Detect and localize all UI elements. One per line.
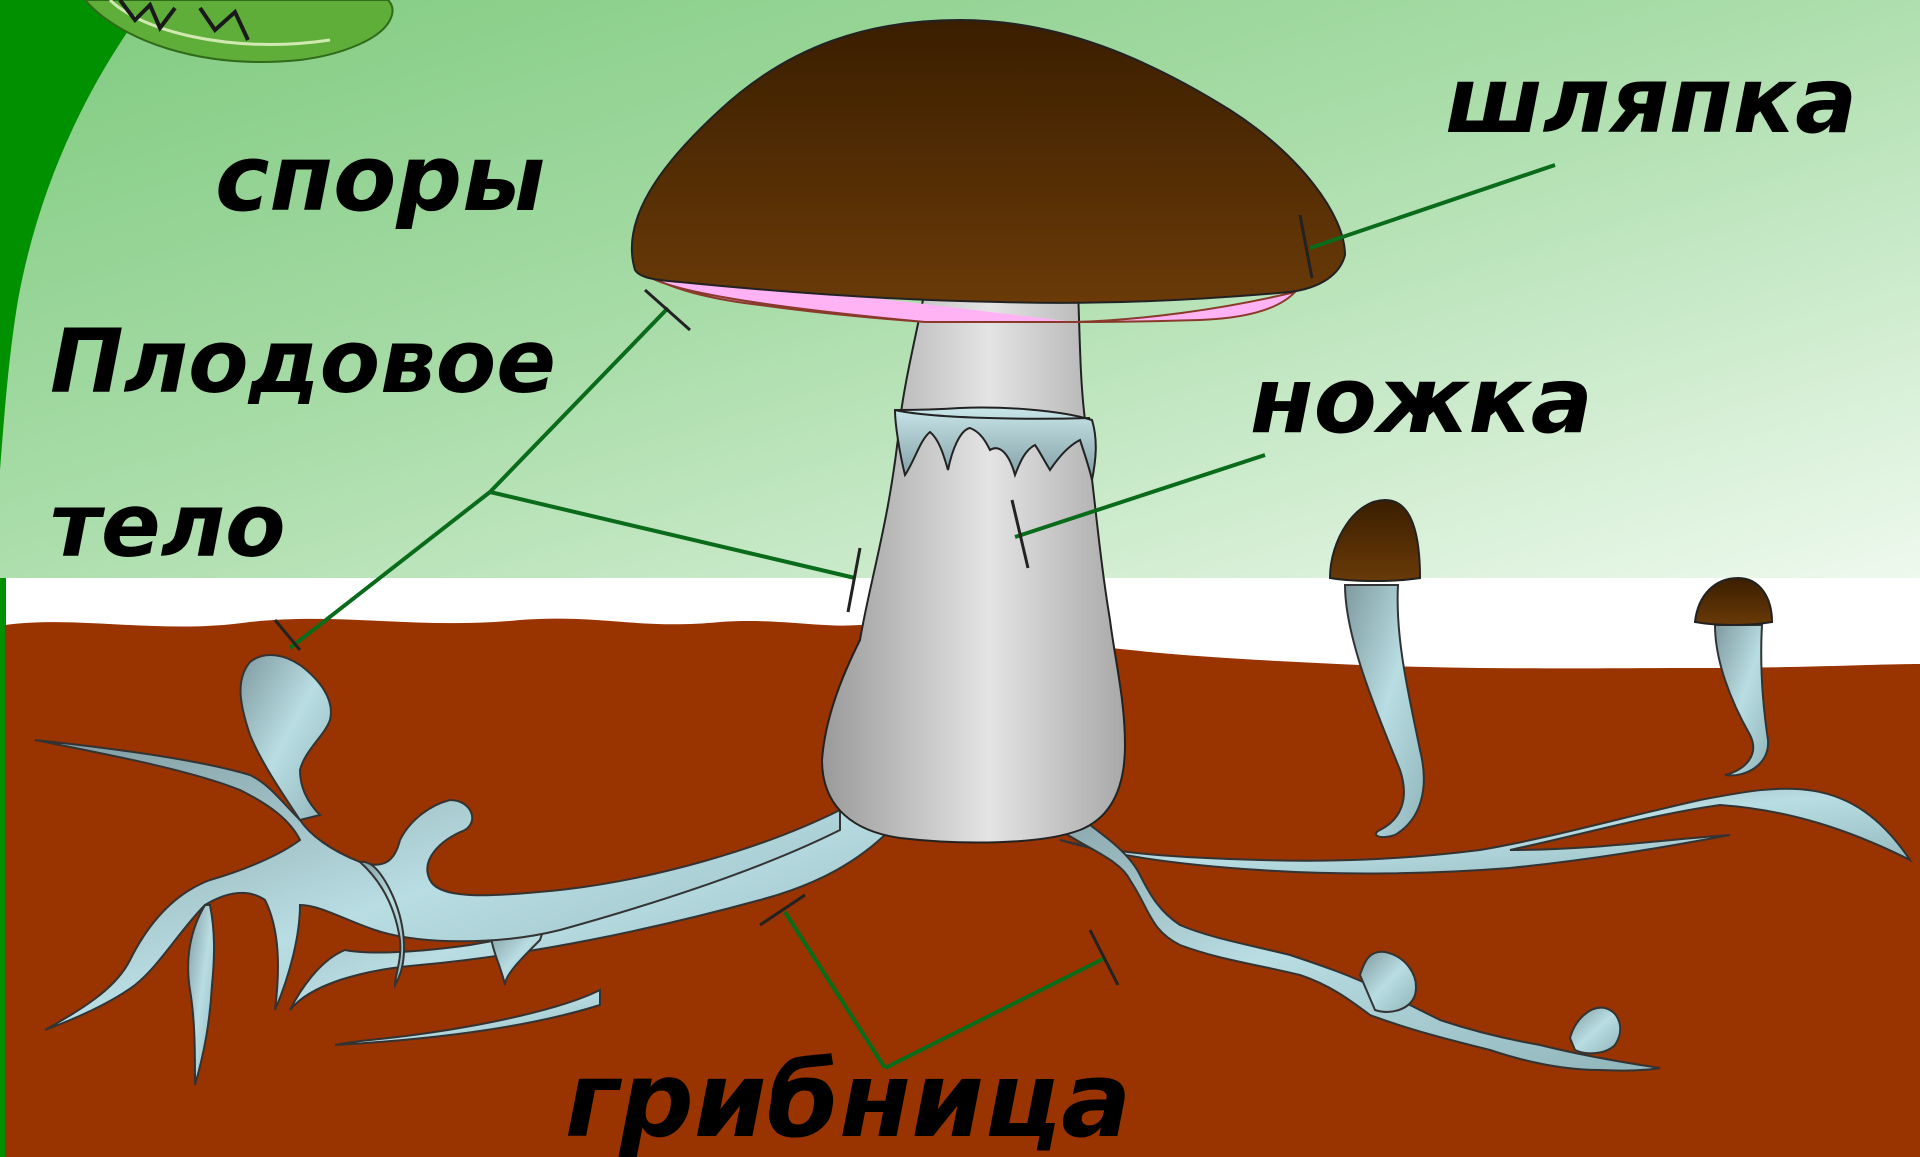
label-stem: ножка <box>1250 355 1593 447</box>
label-mycelium: грибница <box>565 1048 1131 1152</box>
label-fruiting-body-line1: Плодовое <box>50 318 556 406</box>
label-spores: споры <box>215 133 545 225</box>
label-fruiting-body-line2: тело <box>50 482 286 570</box>
label-cap: шляпка <box>1445 55 1857 147</box>
